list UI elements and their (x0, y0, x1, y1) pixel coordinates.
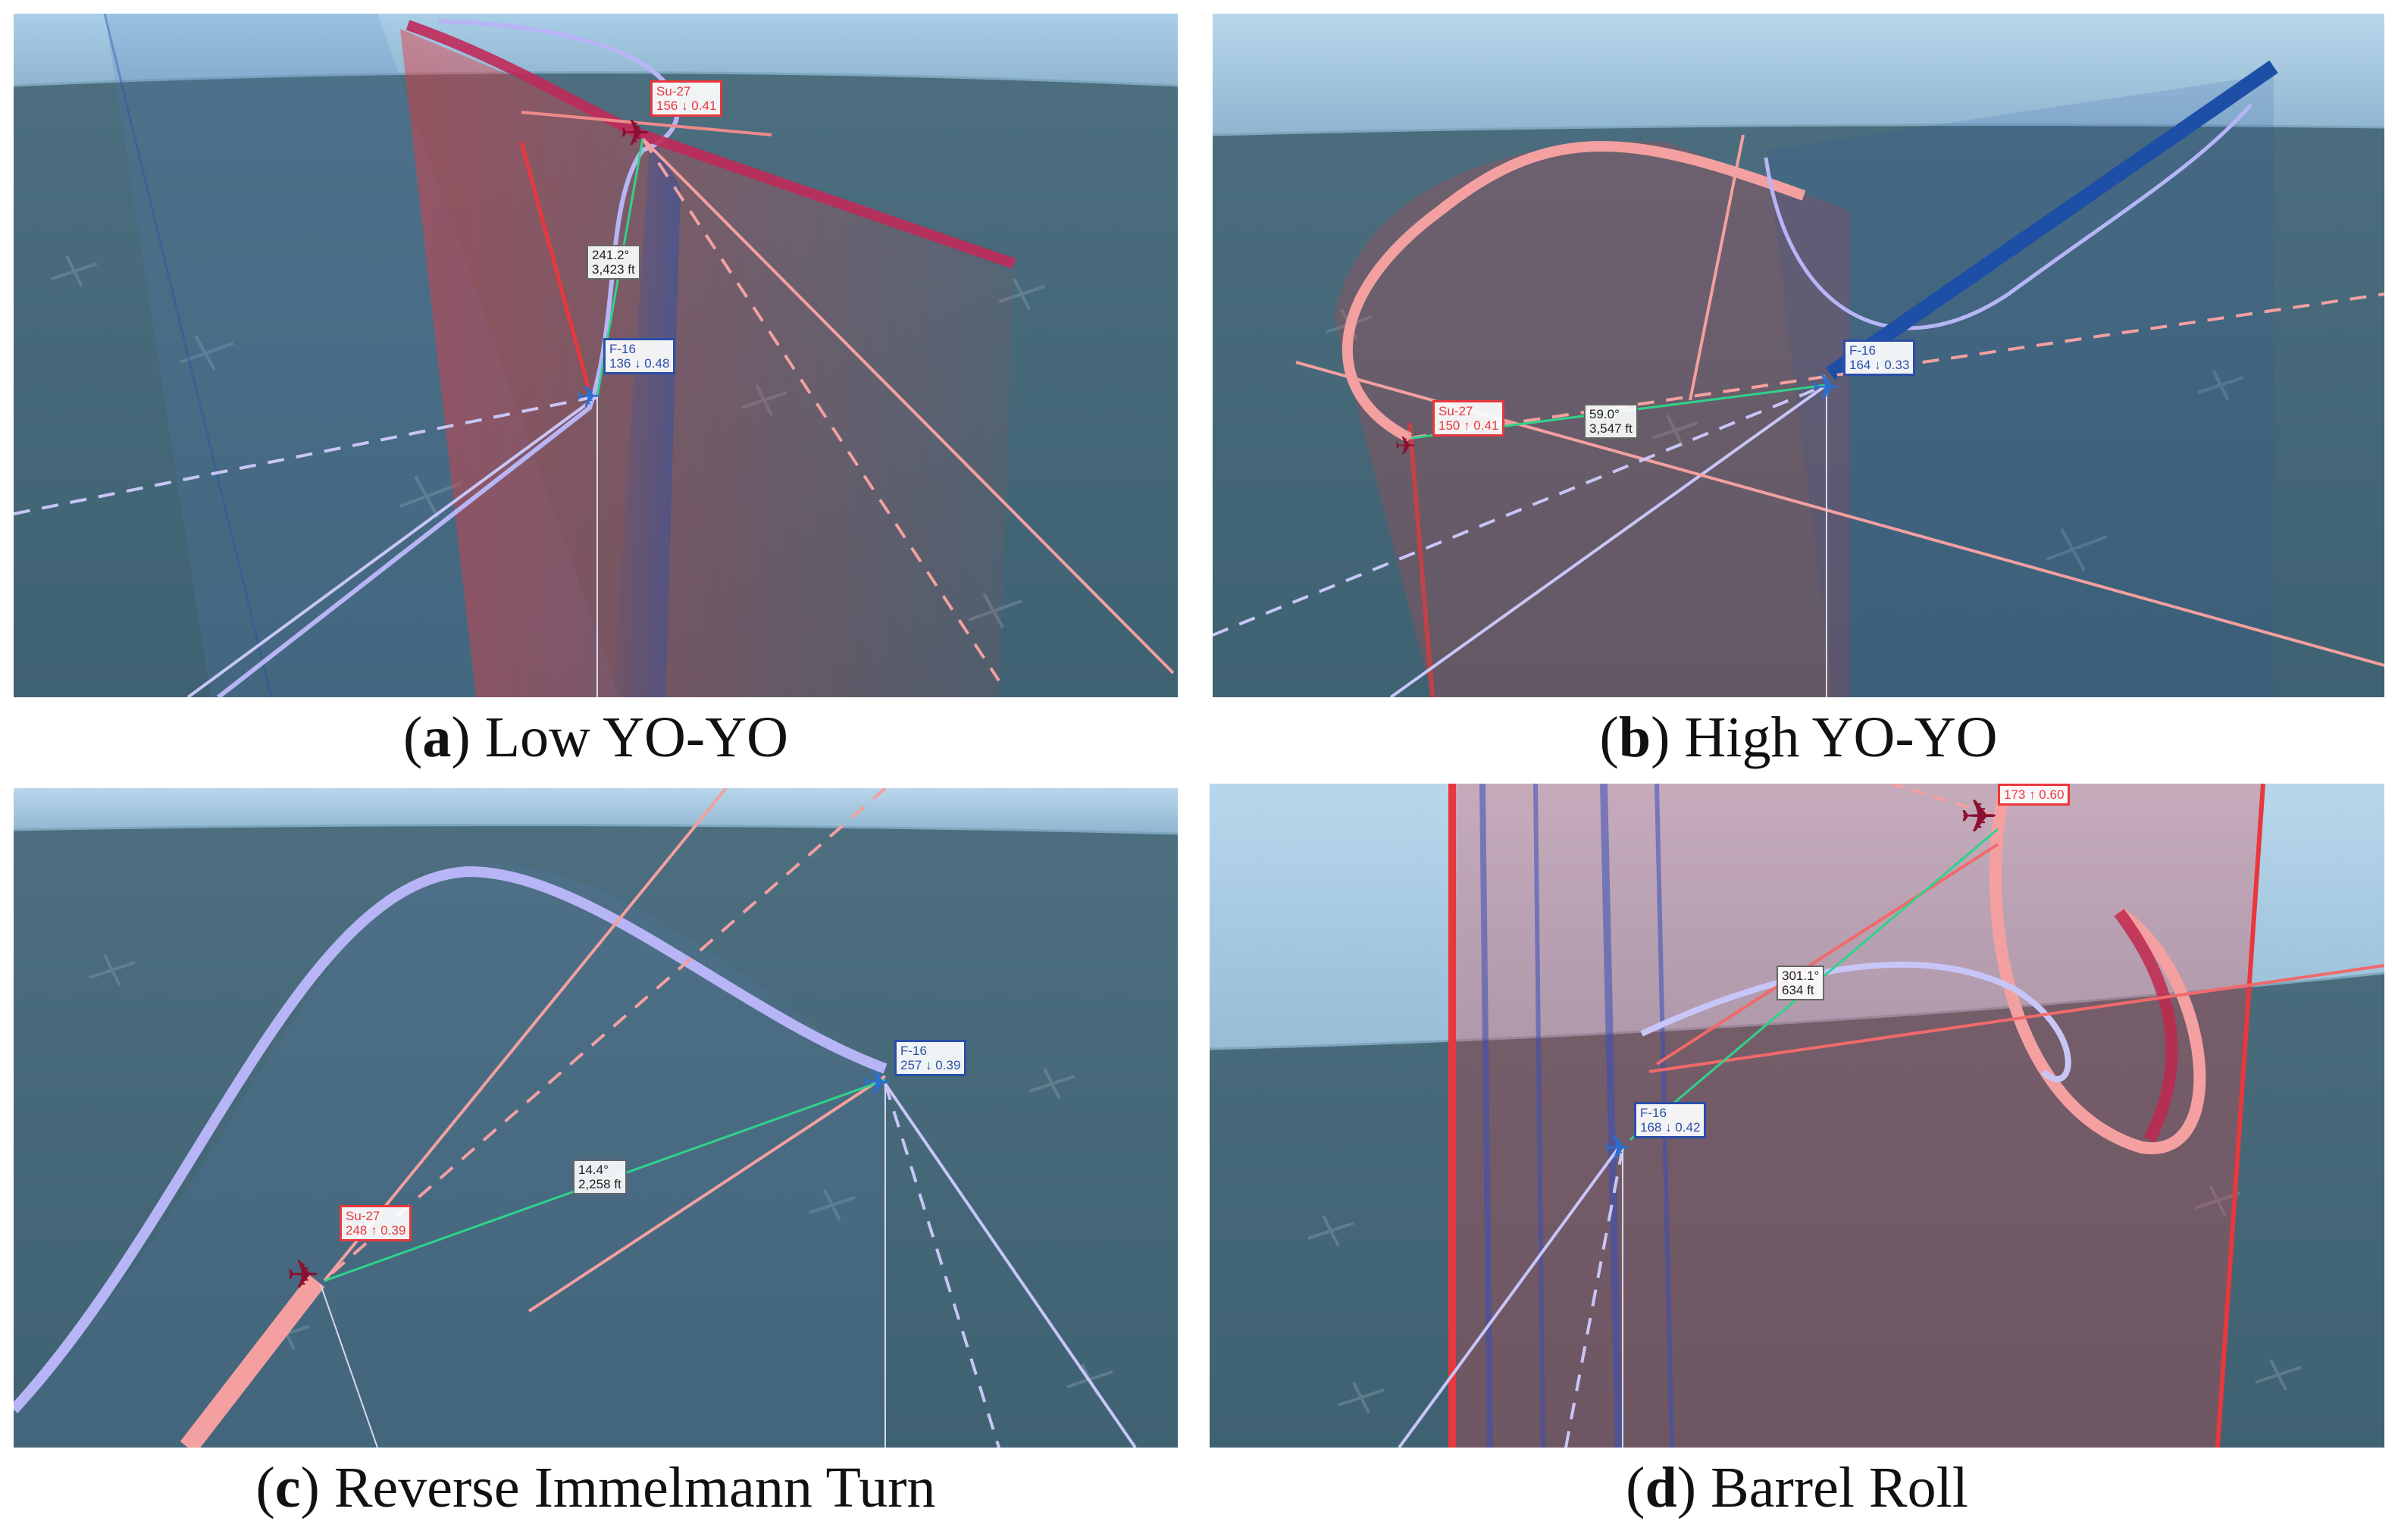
measure-angle: 241.2° (592, 248, 630, 262)
panel-low-yoyo: ✈ ✈ Su-27 156 ↓ 0.41 F-16 136 ↓ 0.48 241… (14, 14, 1178, 697)
su27-jet-icon: ✈ (1395, 433, 1417, 461)
f16-jet-icon: ✈ (862, 1063, 892, 1102)
scene-d (1210, 784, 2384, 1448)
f16-label: F-16 164 ↓ 0.33 (1843, 340, 1916, 376)
su27-name: Su-27 (656, 84, 691, 99)
su27-jet-icon: ✈ (286, 1254, 320, 1297)
su27-stats: 248 ↑ 0.39 (346, 1223, 406, 1238)
measure-angle: 59.0° (1589, 407, 1620, 421)
scene-b (1213, 14, 2384, 697)
engagement-measure: 241.2° 3,423 ft (587, 245, 640, 280)
su27-label: Su-27 150 ↑ 0.41 (1432, 400, 1505, 437)
panel-reverse-immelmann: ✈ ✈ Su-27 248 ↑ 0.39 F-16 257 ↓ 0.39 14.… (14, 788, 1178, 1448)
f16-name: F-16 (1849, 343, 1876, 358)
su27-label: Su-27 156 ↓ 0.41 (650, 80, 723, 117)
f16-jet-icon: ✈ (576, 380, 602, 414)
scene-c (14, 788, 1178, 1448)
engagement-measure: 301.1° 634 ft (1777, 966, 1825, 1000)
f16-name: F-16 (609, 342, 636, 356)
f16-jet-icon: ✈ (1811, 368, 1841, 407)
measure-angle: 14.4° (578, 1163, 609, 1177)
f16-label: F-16 136 ↓ 0.48 (603, 338, 676, 374)
f16-name: F-16 (1640, 1106, 1667, 1120)
panel-high-yoyo: ✈ ✈ Su-27 150 ↑ 0.41 F-16 164 ↓ 0.33 59.… (1213, 14, 2384, 697)
panel-barrel-roll: ✈ ✈ 173 ↑ 0.60 F-16 168 ↓ 0.42 301.1° 63… (1210, 784, 2384, 1448)
f16-label: F-16 168 ↓ 0.42 (1634, 1102, 1707, 1138)
measure-distance: 634 ft (1782, 983, 1814, 997)
su27-label: 173 ↑ 0.60 (1998, 784, 2071, 806)
f16-name: F-16 (900, 1044, 927, 1058)
su27-jet-icon: ✈ (620, 114, 651, 154)
scene-a (14, 14, 1178, 697)
f16-jet-icon: ✈ (1604, 1130, 1632, 1167)
su27-stats: 156 ↓ 0.41 (656, 99, 717, 113)
caption-b: (b) High YO-YO (1599, 706, 1998, 769)
measure-distance: 3,547 ft (1589, 421, 1633, 436)
su27-jet-icon: ✈ (1960, 792, 1999, 842)
su27-name: Su-27 (346, 1209, 380, 1223)
f16-stats: 168 ↓ 0.42 (1640, 1120, 1701, 1135)
engagement-measure: 14.4° 2,258 ft (573, 1160, 627, 1194)
f16-stats: 257 ↓ 0.39 (900, 1058, 961, 1072)
measure-angle: 301.1° (1782, 969, 1820, 983)
caption-c: (c) Reverse Immelmann Turn (255, 1456, 936, 1520)
f16-stats: 136 ↓ 0.48 (609, 356, 670, 371)
measure-distance: 2,258 ft (578, 1177, 621, 1191)
su27-label: Su-27 248 ↑ 0.39 (340, 1205, 412, 1241)
engagement-measure: 59.0° 3,547 ft (1584, 404, 1638, 439)
su27-stats: 150 ↑ 0.41 (1438, 418, 1499, 433)
measure-distance: 3,423 ft (592, 262, 635, 277)
caption-d: (d) Barrel Roll (1626, 1456, 1968, 1520)
caption-a: (a) Low YO-YO (403, 706, 788, 769)
su27-stats: 173 ↑ 0.60 (2004, 787, 2065, 802)
f16-label: F-16 257 ↓ 0.39 (894, 1040, 967, 1076)
f16-stats: 164 ↓ 0.33 (1849, 358, 1910, 372)
su27-name: Su-27 (1438, 404, 1473, 418)
